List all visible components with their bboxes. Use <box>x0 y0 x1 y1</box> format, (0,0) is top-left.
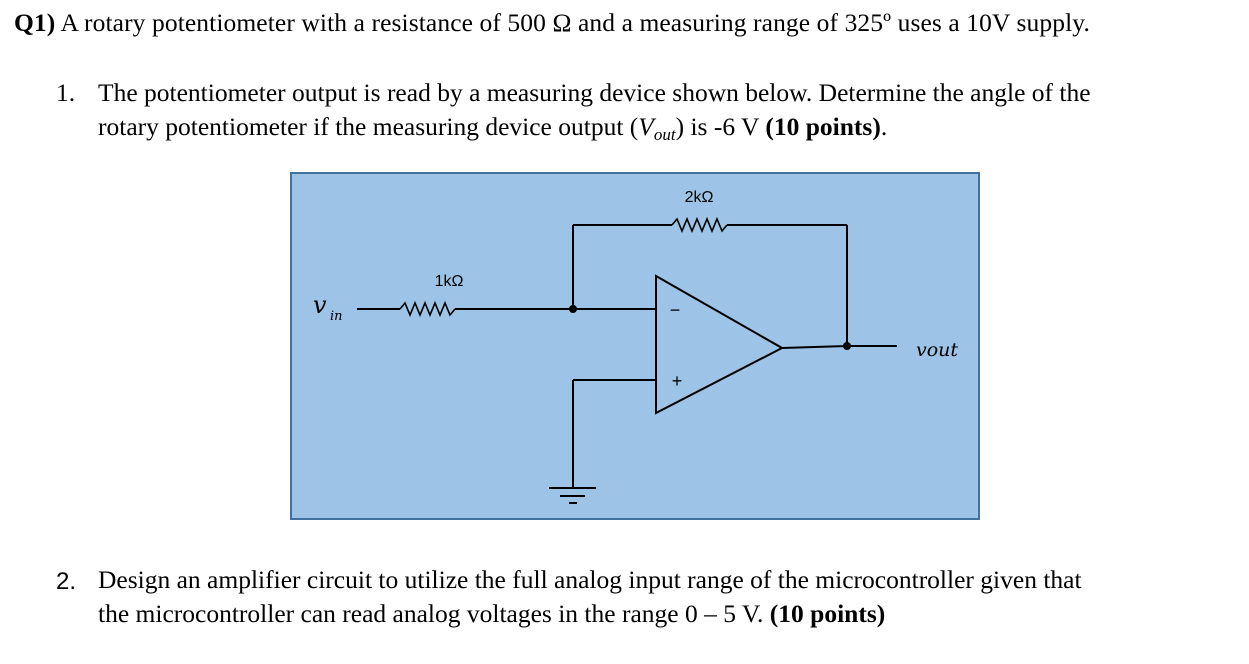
part-2-number: 2. <box>56 568 77 595</box>
output-junction-dot <box>843 342 851 350</box>
vin-label: v <box>313 291 327 319</box>
inverting-input-symbol: − <box>670 300 681 320</box>
output-wire-1 <box>781 345 848 349</box>
vin-subscript: in <box>330 309 343 324</box>
part-1-number: 1. <box>56 78 76 107</box>
part-1-line-2-suffix: ) is -6 V <box>675 112 766 141</box>
part-1-points: (10 points) <box>765 112 881 141</box>
circuit-diagram: 2kΩ 1kΩ v in vout − + <box>290 172 980 520</box>
input-resistor-label: 1kΩ <box>435 273 464 290</box>
vout-symbol: V <box>638 112 654 141</box>
part-1-line-2: rotary potentiometer if the measuring de… <box>98 110 887 152</box>
noninverting-input-symbol: + <box>672 371 683 391</box>
feedback-resistor-label: 2kΩ <box>685 189 714 206</box>
part-2-line-2-text: the microcontroller can read analog volt… <box>98 599 770 628</box>
vout-label: vout <box>916 339 958 361</box>
vout-subscript: out <box>653 125 676 144</box>
part-2-points: (10 points) <box>769 599 886 628</box>
part-1-line-2-prefix: rotary potentiometer if the measuring de… <box>98 112 639 141</box>
input-resistor <box>399 300 456 318</box>
part-1-line-2-end: . <box>880 112 888 141</box>
part-2-line-1: Design an amplifier circuit to utilize t… <box>98 565 1082 594</box>
circuit-svg: 2kΩ 1kΩ v in vout − + <box>290 172 980 520</box>
op-amp <box>655 274 785 415</box>
feedback-resistor <box>671 216 728 234</box>
part-1-line-1: The potentiometer output is read by a me… <box>98 78 1091 107</box>
question-body: A rotary potentiometer with a resistance… <box>55 8 1090 37</box>
part-2-line-2: the microcontroller can read analog volt… <box>98 597 885 631</box>
question-text: Q1) A rotary potentiometer with a resist… <box>14 8 1090 38</box>
question-label: Q1) <box>14 8 56 37</box>
input-junction-dot <box>569 305 577 313</box>
